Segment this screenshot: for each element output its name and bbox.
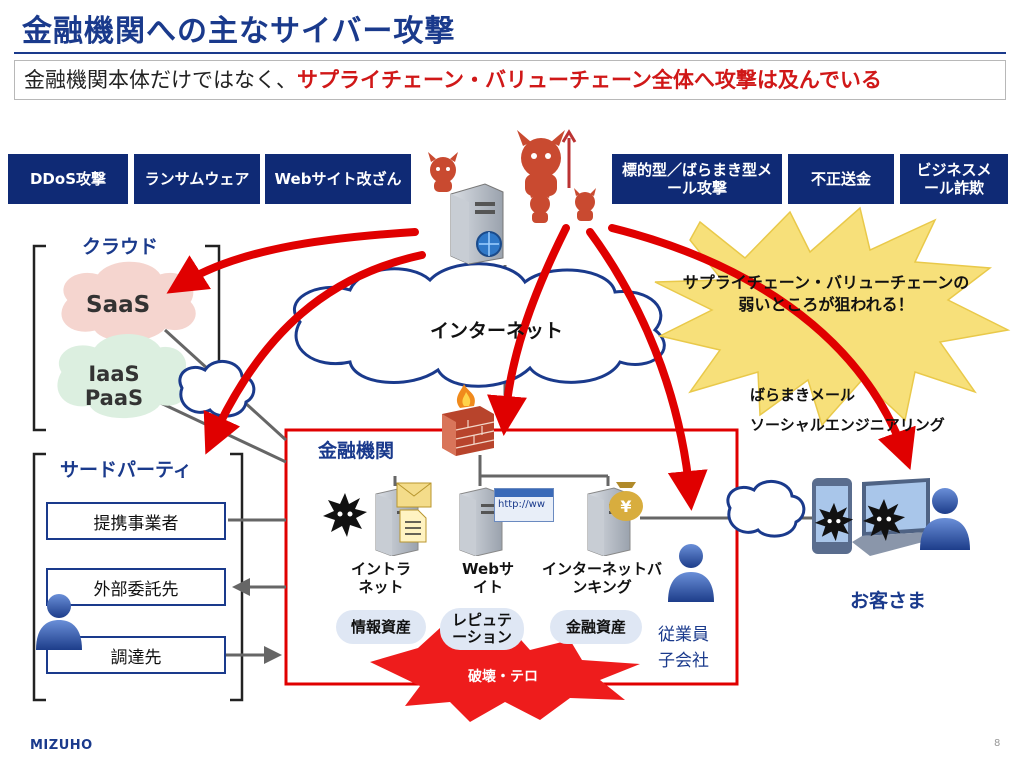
burst-callout [654, 206, 1011, 427]
attack-tag-targeted-mail: 標的型／ばらまき型メール攻撃 [612, 154, 782, 204]
virus-icon [862, 498, 906, 542]
subtitle-box [14, 60, 1006, 100]
browser-window-icon: http://ww [494, 488, 554, 522]
page-title: 金融機関への主なサイバー攻撃 [22, 14, 456, 49]
institution-label: 金融機関 [318, 440, 395, 462]
server-label-intranet: イントラネット [350, 560, 411, 596]
asset-reputation: レピュテーション [440, 608, 524, 650]
attack-tag-ddos: DDoS攻撃 [8, 154, 128, 204]
email-attack-line1: ばらまきメール [750, 386, 856, 404]
firewall-icon [442, 384, 495, 456]
attack-tag-illegal-transfer: 不正送金 [788, 154, 894, 204]
attack-tag-bec: ビジネスメール詐欺 [900, 154, 1008, 204]
staff-label: 従業員 子会社 [658, 625, 709, 671]
email-attack-line2: ソーシャルエンジニアリング [750, 416, 945, 434]
title-divider [14, 52, 1006, 54]
subtitle-emphasis: サプライチェーン・バリューチェーン全体へ攻撃は及んでいる [297, 68, 882, 92]
attack-tag-web-defacement: Webサイト改ざん [265, 154, 411, 204]
devil-icon [517, 129, 577, 196]
server-icon [450, 183, 504, 265]
envelope-icon [396, 482, 432, 508]
mizuho-logo: MIZUHO [30, 738, 93, 753]
server-icon [459, 487, 503, 556]
saas-label: SaaS [86, 292, 151, 318]
saas-cloud [61, 261, 196, 342]
asset-financial: 金融資産 [550, 610, 642, 644]
attack-arrows [166, 224, 916, 511]
destruction-label: 破壊・テロ [468, 669, 538, 685]
subtitle-plain: 金融機関本体だけではなく、 [24, 68, 297, 92]
person-icon [36, 594, 82, 650]
small-cloud-right [726, 480, 806, 538]
money-bag-icon: ¥ [609, 482, 643, 521]
destruction-burst [370, 622, 640, 722]
customers-label: お客さま [850, 590, 927, 612]
devil-icon [428, 152, 458, 192]
third-party-contractor: 外部委託先 [46, 568, 226, 606]
third-party-partner: 提携事業者 [46, 502, 226, 540]
cloud-label: クラウド [82, 236, 159, 258]
devil-icon [529, 190, 551, 223]
person-icon [920, 488, 970, 550]
attack-tag-ransomware: ランサムウェア [134, 154, 260, 204]
devil-icon [574, 188, 596, 221]
internet-label: インターネット [430, 320, 564, 342]
page-number: 8 [994, 738, 1001, 749]
virus-icon [323, 493, 367, 537]
asset-information: 情報資産 [336, 610, 426, 644]
person-icon [668, 544, 714, 602]
server-label-website: Webサイト [462, 560, 514, 596]
third-party-supplier: 調達先 [46, 636, 226, 674]
third-party-label: サードパーティ [60, 459, 192, 481]
server-label-internet-banking: インターネットバンキング [541, 560, 662, 596]
virus-icon [814, 502, 854, 542]
iaas-paas-label: IaaS PaaS [84, 362, 144, 410]
browser-url: http://ww [498, 499, 545, 510]
burst-text: サプライチェーン・バリューチェーンの弱いところが狙われる！ [682, 273, 970, 314]
document-icon [399, 509, 427, 543]
subtitle: 金融機関本体だけではなく、サプライチェーン・バリューチェーン全体へ攻撃は及んでい… [24, 64, 882, 94]
svg-text:¥: ¥ [620, 497, 631, 516]
internet-cloud [292, 262, 666, 388]
